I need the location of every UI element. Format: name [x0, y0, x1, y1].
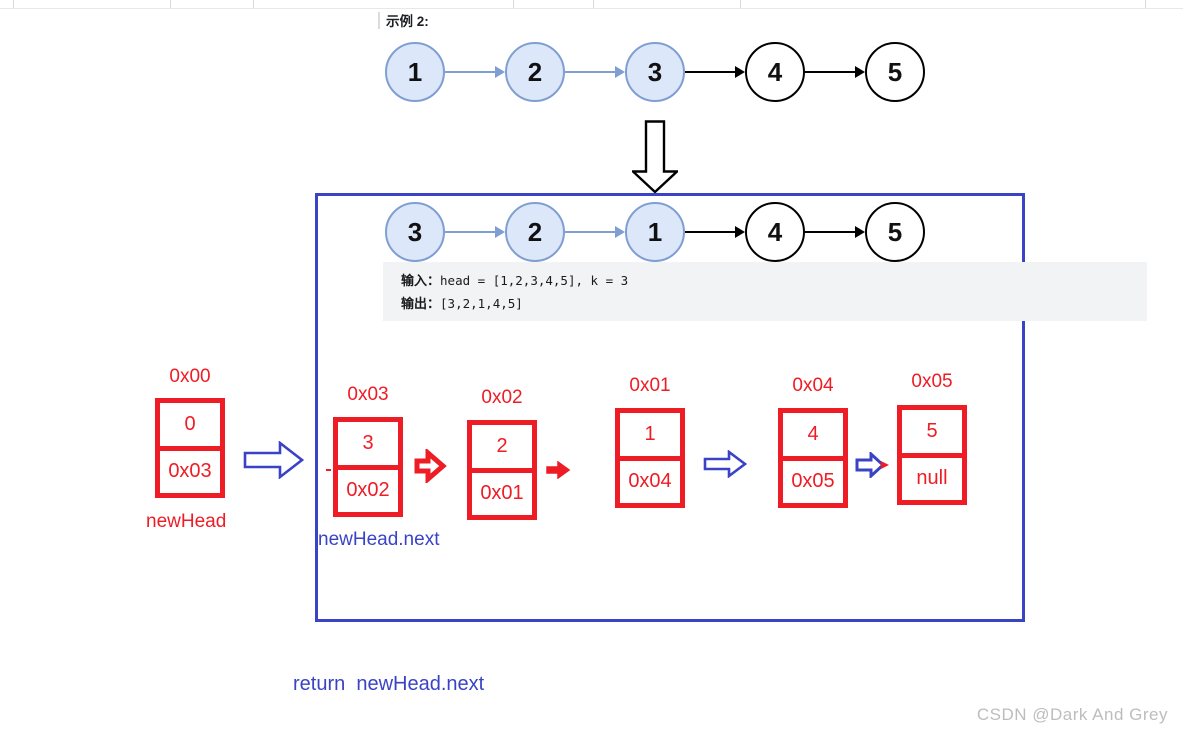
memory-node: 1 0x04 [615, 408, 685, 508]
memory-node: 0 0x03 [155, 398, 225, 498]
node-value: 2 [496, 434, 508, 457]
node-next: 0x04 [620, 455, 680, 504]
list-node: 1 [385, 42, 445, 102]
list-node: 5 [865, 42, 925, 102]
table-border-tick [253, 0, 254, 8]
link-arrow-icon [445, 66, 505, 78]
list-node: 1 [625, 202, 685, 262]
address-label: 0x01 [629, 375, 671, 396]
node-value: 3 [362, 431, 374, 454]
newhead-next-label: newHead.next [318, 529, 440, 550]
table-border-tick [593, 0, 594, 8]
newhead-label: newHead [146, 511, 227, 532]
list-node: 2 [505, 202, 565, 262]
node-next: 0x02 [338, 464, 398, 513]
table-border-tick [170, 0, 171, 8]
node-next: 0x03 [160, 445, 220, 494]
link-arrow-icon [445, 226, 505, 238]
right-block-arrow-red-icon [414, 449, 447, 483]
table-border-tick [513, 0, 514, 8]
table-border-tick [740, 0, 741, 8]
output-value: [3,2,1,4,5] [440, 296, 523, 311]
input-line: 输入：head = [1,2,3,4,5], k = 3 [401, 269, 1147, 292]
example-label: 示例 2: [386, 14, 429, 29]
result-box [315, 193, 1025, 622]
table-border-line [0, 8, 1183, 9]
address-label: 0x00 [169, 366, 211, 387]
node-next: 0x01 [472, 467, 532, 516]
red-tip-icon [881, 461, 889, 469]
address-label: 0x03 [347, 384, 389, 405]
node-value: 0 [184, 412, 196, 435]
list-node: 4 [745, 202, 805, 262]
list-node: 4 [745, 42, 805, 102]
right-filled-arrow-red-icon [546, 461, 570, 479]
link-arrow-icon [685, 66, 745, 78]
memory-node: 5 null [897, 405, 967, 505]
csdn-watermark: CSDN @Dark And Grey [976, 705, 1168, 724]
node-value: 4 [807, 422, 819, 445]
address-label: 0x05 [911, 371, 953, 392]
node-value: 5 [926, 419, 938, 442]
right-block-arrow-blue-icon [703, 450, 747, 478]
io-block: 输入：head = [1,2,3,4,5], k = 3 输出：[3,2,1,4… [383, 262, 1147, 321]
node-next: null [902, 452, 962, 501]
link-arrow-icon [805, 66, 865, 78]
quote-bar [378, 12, 380, 29]
output-label: 输出： [401, 296, 441, 311]
link-arrow-icon [565, 226, 625, 238]
list-node: 5 [865, 202, 925, 262]
list-node: 3 [385, 202, 445, 262]
down-block-arrow-icon [632, 120, 678, 194]
right-block-arrow-blue-small-icon [855, 452, 889, 478]
link-arrow-icon [805, 226, 865, 238]
link-arrow-icon [685, 226, 745, 238]
stray-mark [326, 469, 331, 471]
table-border-tick [13, 0, 14, 8]
memory-node: 2 0x01 [467, 420, 537, 520]
address-label: 0x02 [481, 387, 523, 408]
return-statement: return newHead.next [293, 673, 485, 695]
list-node: 2 [505, 42, 565, 102]
list-node: 3 [625, 42, 685, 102]
memory-node: 3 0x02 [333, 417, 403, 517]
node-value: 1 [644, 422, 656, 445]
table-border-tick [1145, 0, 1146, 8]
output-line: 输出：[3,2,1,4,5] [401, 292, 1147, 315]
memory-node: 4 0x05 [778, 408, 848, 508]
input-label: 输入： [401, 273, 441, 288]
address-label: 0x04 [792, 375, 834, 396]
right-block-arrow-blue-icon [243, 441, 305, 479]
link-arrow-icon [565, 66, 625, 78]
input-value: head = [1,2,3,4,5], k = 3 [440, 273, 629, 288]
node-next: 0x05 [783, 455, 843, 504]
